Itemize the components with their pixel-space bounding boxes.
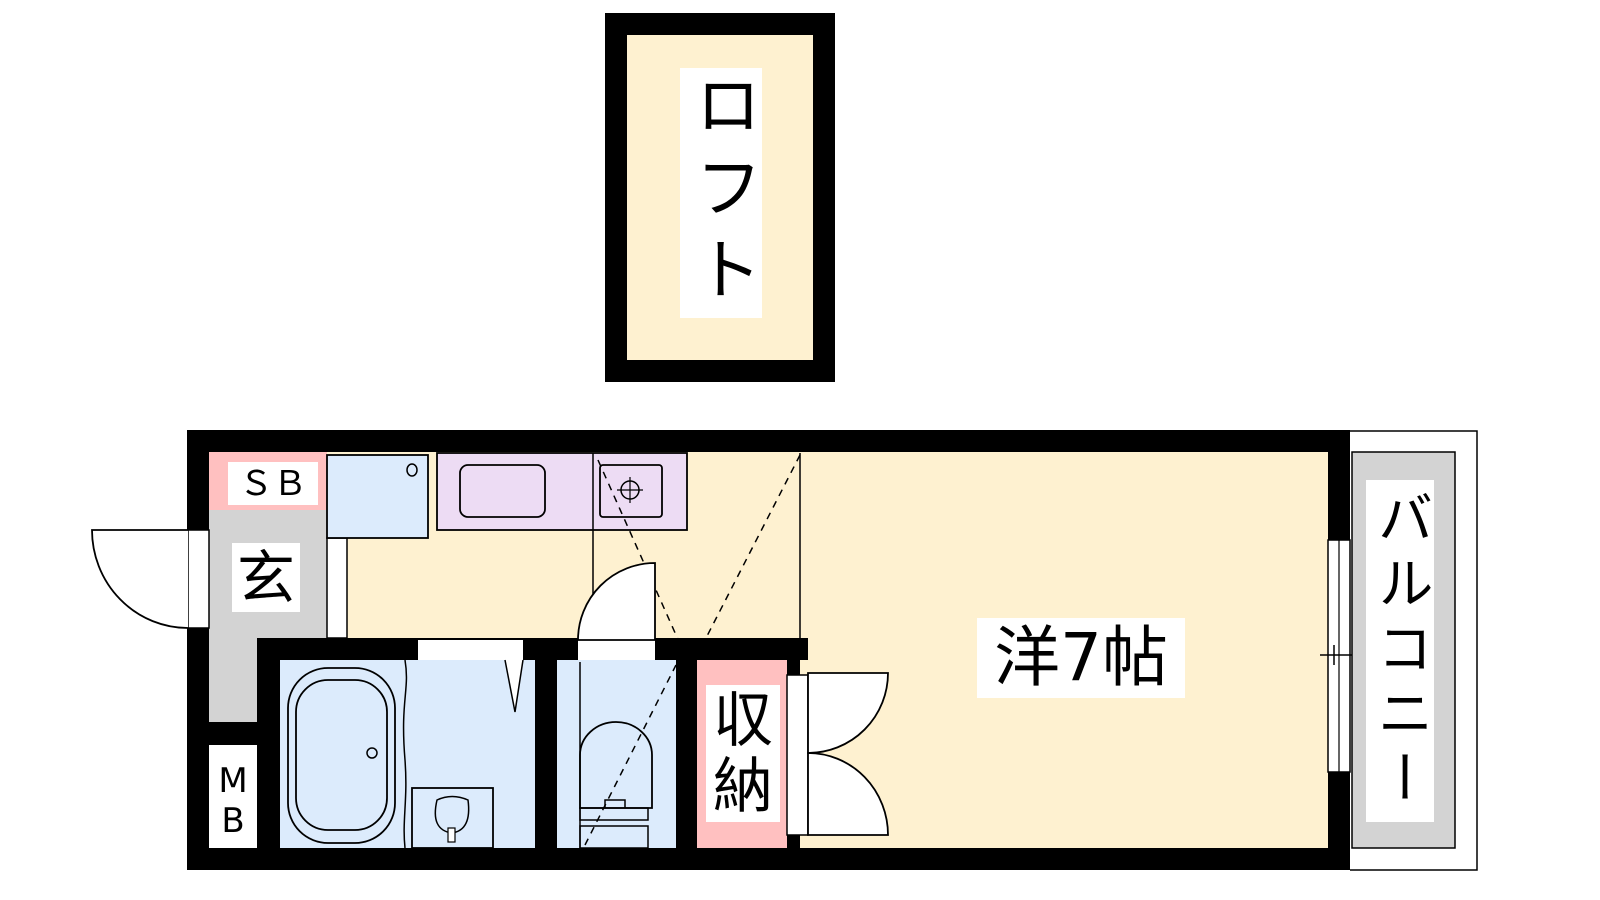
meter-box-char: M: [218, 761, 248, 801]
toilet-icon: [579, 721, 653, 809]
toilet-floor: [557, 660, 676, 848]
loft-label-box: ロフト: [680, 68, 762, 318]
bathroom-floor: [280, 660, 535, 848]
interior-wall: [535, 640, 557, 870]
balcony-label: バルコニー: [1368, 488, 1433, 814]
bathtub-icon: [295, 679, 388, 831]
balcony-outline: [1347, 430, 1478, 871]
balcony-label-box: バルコニー: [1366, 480, 1434, 822]
shower-icon: [504, 659, 524, 713]
closet-door-frame: [786, 674, 809, 836]
toilet-door-swing[interactable]: [577, 562, 656, 641]
closet-door-swing[interactable]: [807, 672, 889, 754]
bath-door-opening: [418, 640, 523, 660]
bathtub-icon: [287, 667, 396, 844]
entry-door-frame: [187, 529, 210, 629]
storage-char: 収: [713, 685, 773, 756]
washbasin-icon: [434, 795, 470, 834]
closet-door-swing[interactable]: [807, 752, 889, 836]
shoe-box-label: ＳＢ: [228, 462, 318, 505]
sink-icon: [459, 464, 546, 518]
interior-wall: [257, 638, 808, 660]
storage-char: 納: [713, 751, 773, 822]
faucet-icon: [447, 827, 456, 843]
shower-curtain: [402, 659, 408, 849]
entrance-label: 玄: [232, 543, 300, 612]
meter-box-char: B: [221, 801, 245, 841]
bathtub-drain-icon: [366, 747, 378, 759]
interior-wall: [676, 640, 697, 870]
washbasin-icon: [411, 787, 494, 849]
loft-label: ロフト: [682, 70, 761, 316]
meter-box-label: M B: [209, 760, 257, 842]
partition-opening: [326, 537, 348, 639]
washer-space: [326, 454, 429, 539]
storage-label: 収 納: [706, 685, 780, 822]
meter-box: [209, 745, 257, 848]
entry-door-swing[interactable]: [91, 529, 189, 629]
loft-ladder-line: [704, 454, 801, 641]
western-room-label: 洋7帖: [977, 618, 1185, 698]
drain-icon: [406, 463, 418, 477]
stove-icon: [599, 464, 663, 518]
toilet-tank-icon: [579, 825, 649, 849]
toilet-door-opening: [578, 640, 655, 660]
